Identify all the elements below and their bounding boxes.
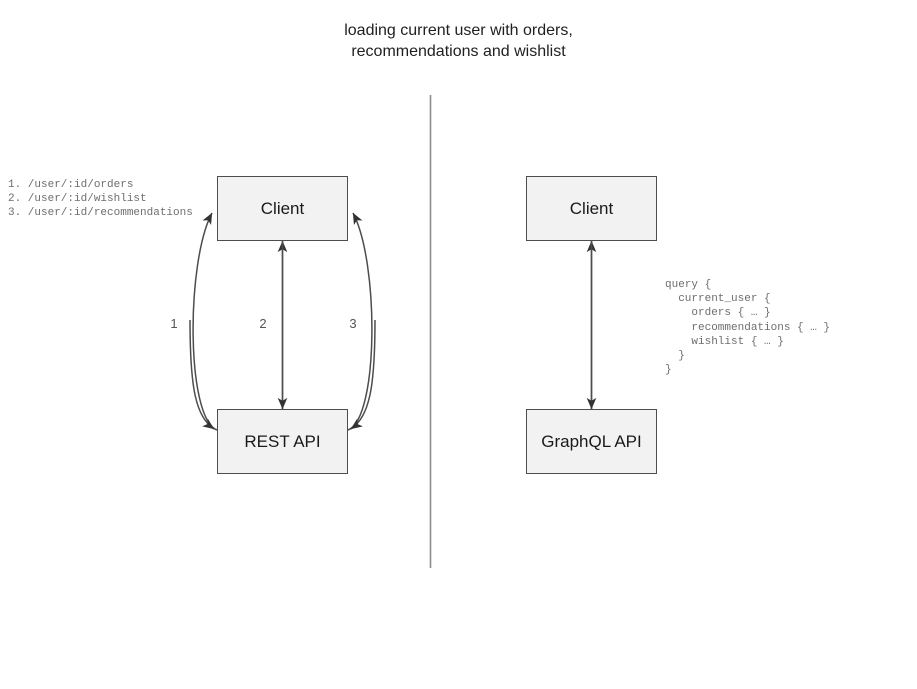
node-client-graphql[interactable]: Client	[526, 176, 657, 241]
rest-endpoint-list: 1. /user/:id/orders 2. /user/:id/wishlis…	[8, 179, 193, 220]
edge-rest-1-return	[189, 319, 215, 430]
node-graphql-api[interactable]: GraphQL API	[526, 409, 657, 474]
graphql-query-snippet: query { current_user { orders { … } reco…	[665, 279, 831, 377]
node-label: REST API	[244, 431, 321, 451]
edge-rest-3-return	[350, 319, 376, 430]
page-title: loading current user with orders, recomm…	[344, 22, 573, 60]
edge-label-1: 1	[170, 316, 178, 331]
edge-label-2: 2	[259, 316, 267, 331]
edge-rest-1	[192, 212, 218, 431]
node-label: Client	[569, 198, 614, 218]
node-label: GraphQL API	[541, 431, 642, 451]
node-client-rest[interactable]: Client	[217, 176, 348, 241]
node-rest-api[interactable]: REST API	[217, 409, 348, 474]
edge-label-3: 3	[349, 316, 357, 331]
node-label: Client	[260, 198, 305, 218]
